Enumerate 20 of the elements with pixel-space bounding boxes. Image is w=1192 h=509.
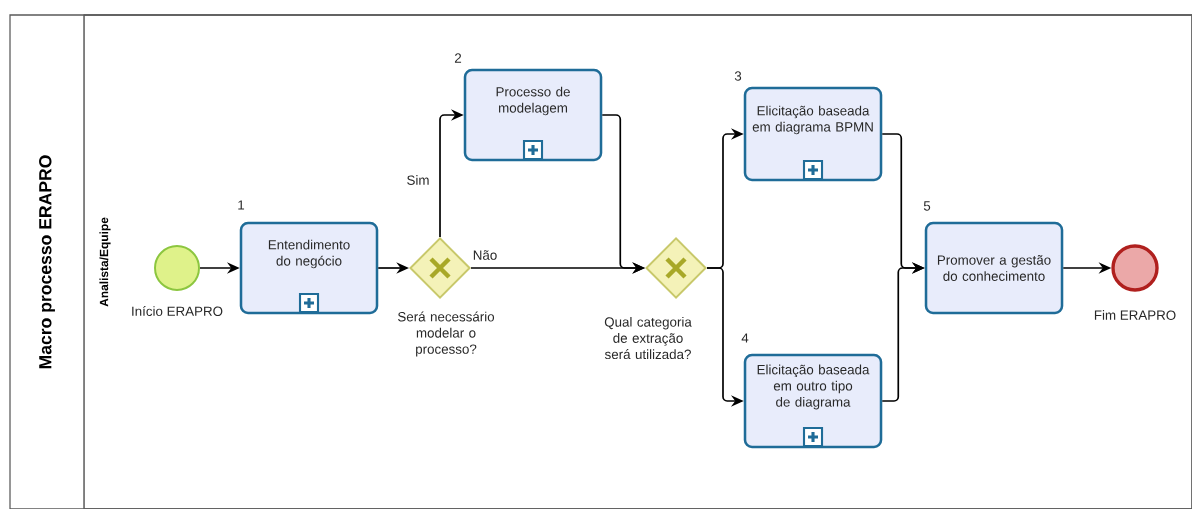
task-number: 3 (734, 71, 742, 81)
task-number: 1 (238, 200, 245, 210)
task-box: Elicitação baseada em outro tipo de diagrama (743, 353, 883, 449)
event-label: Início ERAPRO (132, 306, 223, 316)
task-number: 5 (923, 201, 931, 211)
edge-label: Sim (405, 173, 431, 187)
task-box: Processo de modelagem (463, 68, 603, 162)
start-event-circle (154, 245, 200, 291)
task-number: 4 (741, 333, 749, 343)
end-event-circle (1111, 244, 1159, 292)
gateway-diamond (409, 237, 471, 299)
gateway-diamond (645, 237, 707, 299)
event-label: Qual categoria de extração será utilizada? (604, 316, 692, 360)
task-box: Entendimento do negócio (239, 221, 379, 315)
task-box: Promover a gestão do conhecimento (924, 221, 1064, 315)
task-number: 2 (454, 53, 462, 63)
task-box: Elicitação baseada em diagrama BPMN (743, 86, 883, 182)
event-label: Será necessário modelar o processo? (398, 311, 495, 357)
edge-label: Não (471, 248, 499, 262)
event-label: Fim ERAPRO (1094, 310, 1176, 320)
